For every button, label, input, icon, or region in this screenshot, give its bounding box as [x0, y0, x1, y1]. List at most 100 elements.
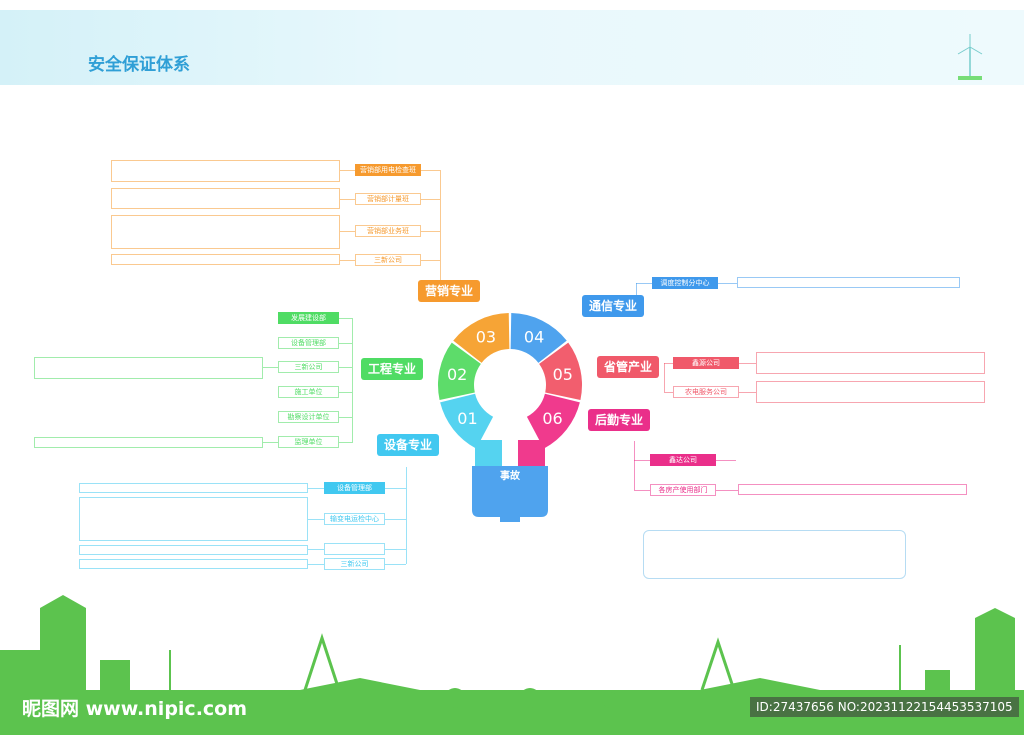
connector-line [308, 488, 324, 489]
bulb-neck [475, 440, 502, 466]
connector-line [634, 490, 650, 491]
text-box[interactable] [738, 484, 967, 495]
sub-item-label[interactable]: 各房产使用部门 [650, 484, 716, 496]
wind-turbine-icon [957, 34, 983, 80]
category-provincial[interactable]: 省管产业 [597, 356, 660, 378]
category-marketing[interactable]: 营销专业 [418, 280, 481, 302]
text-box[interactable] [34, 437, 263, 448]
sub-item-label[interactable]: 三新公司 [355, 254, 421, 266]
connector-line [421, 231, 440, 232]
segment-04 [510, 313, 567, 363]
note-box [643, 530, 906, 579]
connector-line [263, 367, 278, 368]
connector-line [340, 170, 355, 171]
page-title: 安全保证体系 [88, 55, 190, 75]
sub-item-label[interactable]: 勘察设计单位 [278, 411, 339, 423]
connector-line [339, 318, 352, 319]
segment-03 [453, 313, 510, 363]
connector-line [308, 549, 324, 550]
category-equipment[interactable]: 设备专业 [377, 434, 440, 456]
segment-02 [438, 342, 481, 400]
text-box[interactable] [34, 357, 263, 379]
connector-line [385, 564, 406, 565]
text-box[interactable] [111, 160, 340, 182]
segment-number: 02 [447, 365, 467, 384]
sub-item-label[interactable]: 设备管理部 [324, 482, 385, 494]
connector-line [385, 549, 406, 550]
sub-item-label[interactable]: 三新公司 [278, 361, 339, 373]
header-banner [0, 10, 1024, 85]
connector-line [339, 343, 352, 344]
text-box[interactable] [79, 483, 308, 493]
connector-line [406, 467, 407, 564]
category-communication[interactable]: 通信专业 [582, 295, 645, 317]
segment-number: 05 [553, 365, 573, 384]
text-box[interactable] [111, 254, 340, 265]
text-box[interactable] [111, 215, 340, 249]
connector-line [385, 488, 406, 489]
sub-item-label[interactable] [324, 543, 385, 555]
connector-line [421, 170, 440, 171]
connector-line [716, 490, 738, 491]
text-box[interactable] [79, 559, 308, 569]
text-box[interactable] [737, 277, 960, 288]
center-label: 事故 [500, 471, 520, 482]
segment-number: 04 [524, 328, 544, 347]
connector-line [664, 363, 673, 364]
bulb-base [472, 466, 548, 522]
connector-line [385, 519, 406, 520]
connector-line [421, 260, 440, 261]
segment-number: 01 [457, 409, 477, 428]
text-box[interactable] [756, 352, 985, 374]
sub-item-label[interactable]: 发展建设部 [278, 312, 339, 324]
connector-line [340, 260, 355, 261]
category-logistics[interactable]: 后勤专业 [588, 409, 651, 431]
text-box[interactable] [79, 497, 308, 541]
sub-item-label[interactable]: 鑫源公司 [673, 357, 739, 369]
text-box[interactable] [756, 381, 985, 403]
green-city-footer [0, 595, 1024, 735]
sub-item-label[interactable]: 调度控制分中心 [652, 277, 718, 289]
sub-item-label[interactable]: 输变电运检中心 [324, 513, 385, 525]
text-box[interactable] [111, 188, 340, 209]
connector-line [340, 231, 355, 232]
segment-05 [539, 342, 582, 400]
watermark-id: ID:27437656 NO:20231122154453537105 [750, 697, 1019, 717]
bulb-neck [518, 440, 545, 466]
text-box[interactable] [79, 545, 308, 555]
sub-item-label[interactable]: 设备管理部 [278, 337, 339, 349]
connector-line [718, 283, 737, 284]
connector-line [263, 442, 278, 443]
connector-line [308, 519, 324, 520]
connector-line [339, 367, 352, 368]
connector-line [739, 363, 756, 364]
sub-item-label[interactable]: 营销部业务班 [355, 225, 421, 237]
sub-item-label[interactable]: 营销部用电检查班 [355, 164, 421, 176]
connector-line [339, 392, 352, 393]
segment-number: 03 [476, 328, 496, 347]
connector-line [716, 460, 736, 461]
sub-item-label[interactable]: 鑫达公司 [650, 454, 716, 466]
connector-line [664, 363, 665, 392]
connector-line [339, 417, 352, 418]
connector-line [636, 283, 652, 284]
category-engineering[interactable]: 工程专业 [361, 358, 424, 380]
sub-item-label[interactable]: 三新公司 [324, 558, 385, 570]
sub-item-label[interactable]: 农电服务公司 [673, 386, 739, 398]
connector-line [339, 442, 352, 443]
connector-line [440, 170, 441, 291]
connector-line [664, 392, 673, 393]
segment-01 [440, 393, 494, 449]
connector-line [308, 564, 324, 565]
segment-number: 06 [542, 409, 562, 428]
connector-line [634, 441, 635, 490]
sub-item-label[interactable]: 施工单位 [278, 386, 339, 398]
connector-line [421, 199, 440, 200]
sub-item-label[interactable]: 监理单位 [278, 436, 339, 448]
connector-line [634, 460, 650, 461]
segment-06 [526, 393, 580, 449]
connector-line [340, 199, 355, 200]
sub-item-label[interactable]: 营销部计量班 [355, 193, 421, 205]
watermark-site: 昵图网 www.nipic.com [22, 698, 248, 720]
